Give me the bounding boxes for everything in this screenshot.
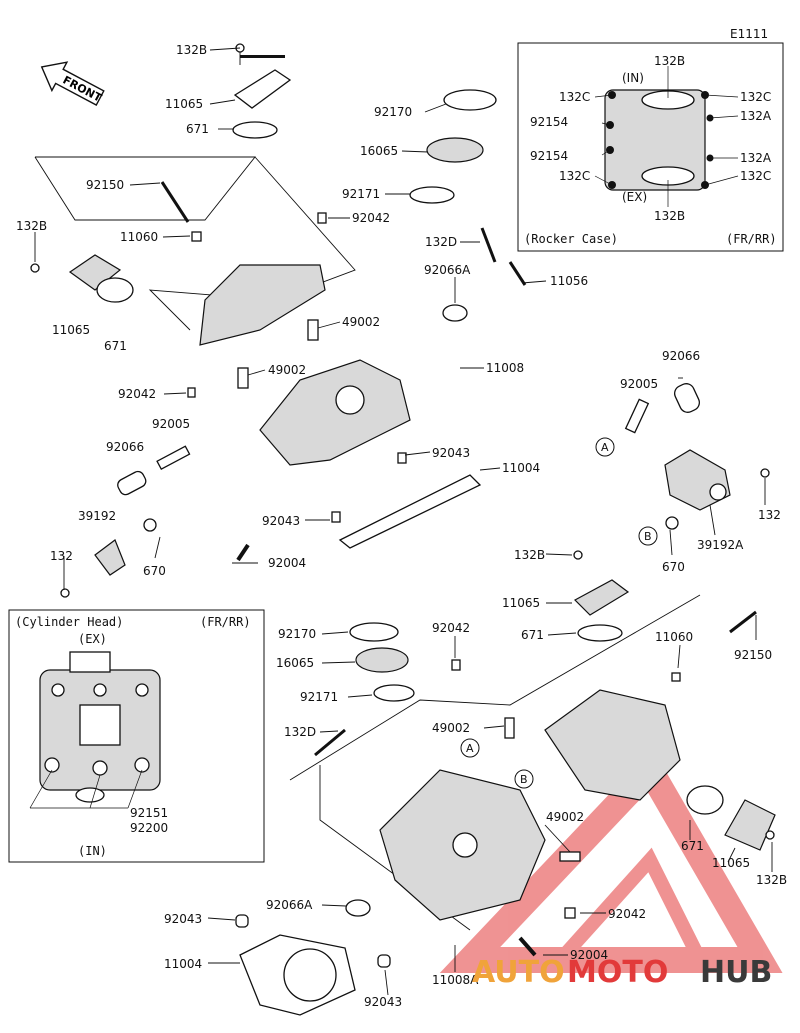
- rocker-label-132a-right1: 132A: [740, 109, 772, 123]
- rocker-label-132a-right2: 132A: [740, 151, 772, 165]
- head-ex-label: (EX): [78, 632, 107, 646]
- label-92042: 92042: [608, 907, 646, 921]
- label-132b: 132B: [176, 43, 207, 57]
- head-label-92151: 92151: [130, 806, 168, 820]
- label-11065: 11065: [712, 856, 750, 870]
- label-671: 671: [104, 339, 127, 353]
- label-132d: 132D: [284, 725, 316, 739]
- rocker-label-132c-right1: 132C: [740, 90, 771, 104]
- label-16065: 16065: [360, 144, 398, 158]
- watermark-text: AUTO MOTO HUB: [472, 955, 772, 990]
- rocker-inset-side: (FR/RR): [726, 232, 777, 246]
- label-92004: 92004: [570, 948, 608, 962]
- label-671: 671: [186, 122, 209, 136]
- rocker-ex-label: (EX): [622, 190, 647, 204]
- label-49002: 49002: [268, 363, 306, 377]
- oil-pipe-parts: [624, 377, 770, 556]
- rocker-inset-title: (Rocker Case): [524, 232, 618, 246]
- label-11065: 11065: [165, 97, 203, 111]
- label-39192: 39192: [78, 509, 116, 523]
- label-92171: 92171: [342, 187, 380, 201]
- rocker-in-label: (IN): [622, 71, 644, 85]
- label-92066a: 92066A: [266, 898, 313, 912]
- label-92066a: 92066A: [424, 263, 471, 277]
- label-92043: 92043: [364, 995, 402, 1009]
- label-671: 671: [681, 839, 704, 853]
- watermark-logo: [439, 748, 783, 973]
- label-16065: 16065: [276, 656, 314, 670]
- label-92170: 92170: [374, 105, 412, 119]
- callout-b-top: B: [638, 526, 658, 546]
- label-11008a: 11008A: [432, 973, 479, 987]
- label-92170: 92170: [278, 627, 316, 641]
- rocker-label-132b-bottom: 132B: [654, 209, 685, 223]
- callout-a-bottom: A: [460, 738, 480, 758]
- rocker-label-92154-2: 92154: [530, 149, 568, 163]
- rocker-label-132b-top: 132B: [654, 54, 685, 68]
- label-11060: 11060: [655, 630, 693, 644]
- label-11065: 11065: [502, 596, 540, 610]
- upper-assembly: [30, 43, 547, 598]
- label-11004: 11004: [164, 957, 202, 971]
- svg-text:HUB: HUB: [700, 955, 772, 990]
- diagram-code: E1111: [730, 27, 768, 41]
- label-11060: 11060: [120, 230, 158, 244]
- svg-text:MOTO: MOTO: [567, 955, 668, 990]
- head-in-label: (IN): [78, 844, 107, 858]
- label-11056: 11056: [550, 274, 588, 288]
- label-92171: 92171: [300, 690, 338, 704]
- label-92043: 92043: [164, 912, 202, 926]
- label-49002: 49002: [342, 315, 380, 329]
- label-92005: 92005: [620, 377, 658, 391]
- svg-text:A: A: [601, 441, 609, 454]
- rocker-label-132c-left1: 132C: [559, 90, 590, 104]
- rocker-label-92154-1: 92154: [530, 115, 568, 129]
- label-670: 670: [662, 560, 685, 574]
- svg-text:A: A: [466, 742, 474, 755]
- label-49002: 49002: [432, 721, 470, 735]
- label-11004: 11004: [502, 461, 540, 475]
- rocker-label-132c-left2: 132C: [559, 169, 590, 183]
- cylinder-head-inset: (Cylinder Head) (FR/RR) (EX) 92151 92200…: [8, 609, 265, 863]
- label-92150: 92150: [86, 178, 124, 192]
- label-92066: 92066: [662, 349, 700, 363]
- label-92150: 92150: [734, 648, 772, 662]
- label-92042: 92042: [118, 387, 156, 401]
- label-49002: 49002: [546, 810, 584, 824]
- head-inset-title: (Cylinder Head): [15, 615, 123, 629]
- label-671: 671: [521, 628, 544, 642]
- label-132b: 132B: [16, 219, 47, 233]
- label-92043: 92043: [432, 446, 470, 460]
- rocker-label-132c-right2: 132C: [740, 169, 771, 183]
- part-labels: 132B 11065 671 92150 11060 132B 11065 67…: [16, 43, 787, 1009]
- label-39192a: 39192A: [697, 538, 744, 552]
- callout-a-top: A: [595, 437, 615, 457]
- label-92066: 92066: [106, 440, 144, 454]
- front-arrow-icon: FRONT: [40, 61, 105, 106]
- svg-text:B: B: [520, 773, 528, 786]
- label-132d: 132D: [425, 235, 457, 249]
- label-92004: 92004: [268, 556, 306, 570]
- label-132: 132: [50, 549, 73, 563]
- label-11065: 11065: [52, 323, 90, 337]
- callout-b-bottom: B: [514, 769, 534, 789]
- label-92043: 92043: [262, 514, 300, 528]
- svg-text:AUTO: AUTO: [472, 955, 565, 990]
- label-132b: 132B: [756, 873, 787, 887]
- label-92042: 92042: [432, 621, 470, 635]
- label-132: 132: [758, 508, 781, 522]
- label-11008: 11008: [486, 361, 524, 375]
- head-inset-side: (FR/RR): [200, 615, 251, 629]
- label-92005: 92005: [152, 417, 190, 431]
- lower-assembly: [207, 550, 776, 1016]
- label-92042: 92042: [352, 211, 390, 225]
- head-label-92200: 92200: [130, 821, 168, 835]
- label-670: 670: [143, 564, 166, 578]
- rocker-case-inset: 132B (IN) 132C 92154 92154 132C 132C 132…: [517, 42, 784, 252]
- svg-text:B: B: [644, 530, 652, 543]
- label-132b: 132B: [514, 548, 545, 562]
